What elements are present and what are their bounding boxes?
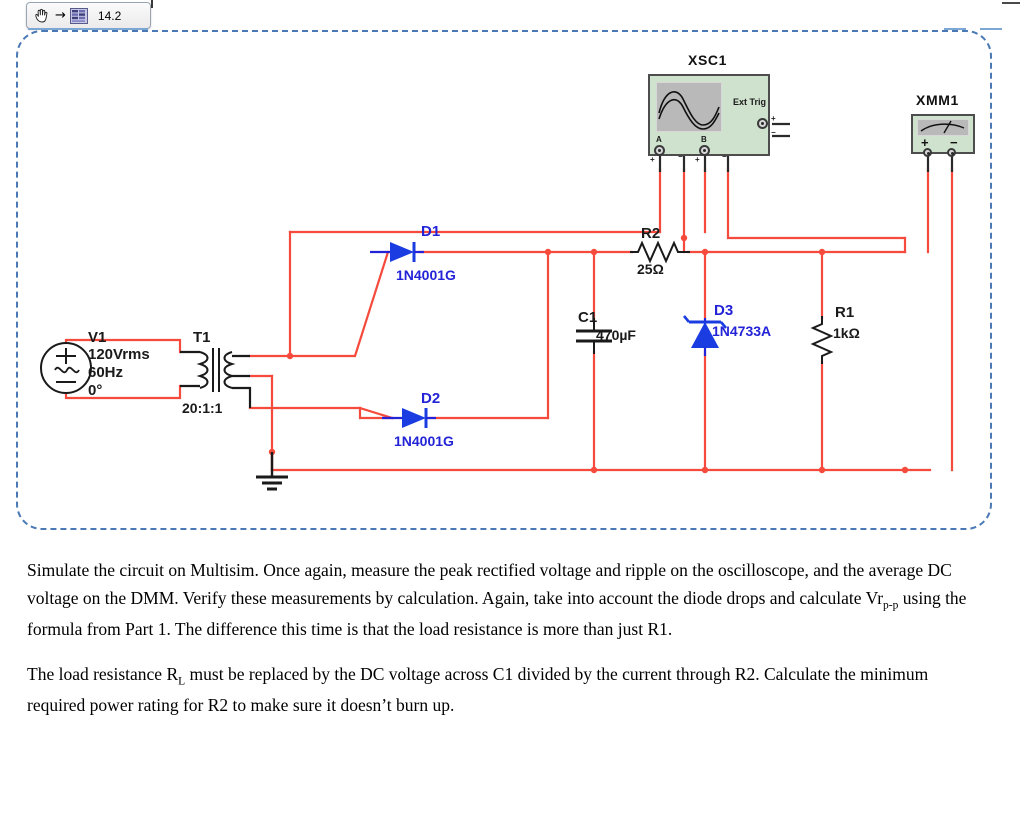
channel-a-plus-sign: + [650,155,655,164]
label-d2-value: 1N4001G [394,433,454,449]
ext-trig-plus-sign: + [771,114,776,123]
label-d2-ref: D2 [421,390,441,407]
label-c1-ref: C1 [578,309,598,326]
paragraph-1-part-2: using the formula from Part 1. The diffe… [27,588,967,640]
paragraph-2-part-1: The load resistance R [27,663,179,684]
label-r2-value: 25Ω [637,261,664,277]
channel-b-plus-sign: + [695,155,700,164]
label-v1-phase: 0° [88,382,103,399]
paragraph-2-subscript: L [178,675,186,688]
arrow-right-icon: → [55,8,66,23]
zoom-level-value: 14.2 [97,8,122,23]
multimeter-display [917,119,969,136]
oscilloscope-ext-trig-terminal[interactable] [757,118,768,129]
oscilloscope-title: XSC1 [688,52,727,68]
toolbar-dash-right [980,28,1002,30]
label-t1-ratio: 20:1:1 [182,400,223,416]
paragraph-2: The load resistance RL must be replaced … [27,660,987,719]
label-t1-ref: T1 [193,329,211,346]
multimeter-minus-sign: − [950,135,958,150]
label-v1-vrms: 120Vrms [88,346,150,363]
paragraph-1-subscript: p-p [883,599,899,612]
hand-pan-icon[interactable] [33,7,51,25]
component-ground-symbol [256,452,288,491]
oscilloscope-ext-trig-label: Ext Trig [733,97,767,107]
multimeter-plus-sign: + [921,135,929,150]
toolbar-tick-right [1002,2,1020,4]
toolbar-dash-left [944,28,966,30]
paragraph-1: Simulate the circuit on Multisim. Once a… [27,556,987,644]
label-d1-value: 1N4001G [396,267,456,283]
toolbar-tick-left [151,0,153,8]
component-d2-symbol [382,408,436,428]
channel-b-minus-sign: − [722,152,727,161]
component-d1-symbol [370,242,424,262]
paragraph-1-part-1: Simulate the circuit on Multisim. Once a… [27,560,952,609]
circuit-selection-frame [16,30,992,530]
oscilloscope-channel-a-label: A [656,135,662,144]
paragraph-2-part-2: must be replaced by the DC voltage acros… [27,663,929,715]
oscilloscope-screen [656,82,722,132]
toolbar-underline [28,28,148,30]
label-c1-value: 470µF [596,327,636,343]
label-v1-ref: V1 [88,329,107,346]
oscilloscope-channel-b-label: B [701,135,707,144]
component-v1-symbol [40,342,92,394]
component-c1-symbol [576,318,612,354]
spreadsheet-grid-icon[interactable] [69,7,88,24]
instruction-text: Simulate the circuit on Multisim. Once a… [27,556,987,735]
label-r1-ref: R1 [835,304,855,321]
component-d3-symbol [683,315,727,356]
channel-a-minus-sign: − [678,152,683,161]
ext-trig-minus-sign: − [771,128,776,137]
component-r2-symbol [630,240,690,264]
label-v1-frequency: 60Hz [88,364,124,381]
component-r1-symbol [810,316,834,364]
label-d3-ref: D3 [714,302,734,319]
multimeter-negative-terminal[interactable] [947,148,956,157]
label-d1-ref: D1 [421,223,441,240]
label-d3-value: 1N4733A [712,323,772,339]
component-t1-symbol [180,348,252,408]
analog-needle-icon [920,120,965,134]
circuit-schematic [40,122,954,491]
oscilloscope-waveform-icon [658,91,720,130]
oscilloscope-channel-b-terminal[interactable] [699,145,710,156]
label-r1-value: 1kΩ [833,325,860,341]
label-r2-ref: R2 [641,225,661,242]
multimeter-title: XMM1 [916,92,959,108]
oscilloscope-channel-a-terminal[interactable] [654,145,665,156]
multimeter-positive-terminal[interactable] [923,148,932,157]
